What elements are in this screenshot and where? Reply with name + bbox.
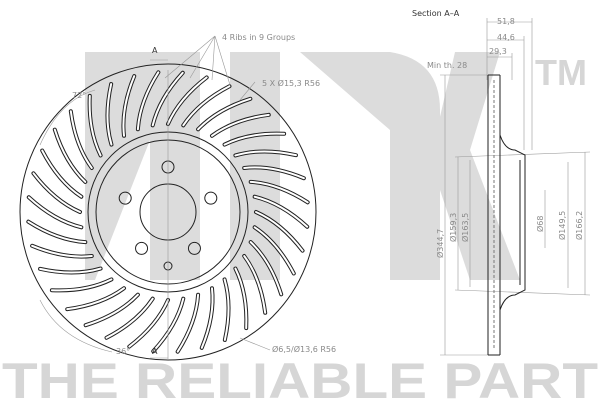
slot — [223, 278, 230, 341]
dia-159-3: Ø159,3 — [448, 213, 458, 242]
ventilation-slots — [26, 70, 310, 354]
slot — [27, 196, 83, 229]
slot — [106, 83, 113, 146]
slot — [151, 71, 184, 127]
disc-cross-section — [487, 74, 526, 356]
slot — [253, 195, 309, 228]
slot — [152, 297, 185, 353]
slot — [41, 149, 83, 198]
slot — [32, 172, 81, 213]
trademark-text: TM — [535, 52, 587, 93]
section-marker-bottom: A — [152, 347, 158, 356]
dia-68: Ø68 — [535, 216, 545, 232]
hole-label: Ø6,5/Ø13,6 R56 — [272, 344, 336, 354]
section-marker-top: A — [152, 46, 158, 55]
slot — [243, 166, 305, 180]
dia-149-5: Ø149,5 — [557, 211, 567, 240]
slot — [182, 85, 231, 127]
slot — [253, 226, 295, 275]
slot — [50, 278, 113, 292]
slot — [122, 75, 136, 137]
section-title: Section A–A — [412, 9, 460, 18]
slot — [27, 220, 87, 244]
slot — [197, 97, 252, 131]
slot — [234, 150, 297, 157]
bolt-hole — [135, 241, 149, 255]
width-29-3: 29,3 — [489, 47, 507, 56]
min-thickness: Min th. 28 — [427, 61, 467, 70]
slot — [176, 293, 200, 353]
slot — [243, 255, 267, 314]
slot — [69, 110, 93, 169]
bolt-hole — [204, 191, 218, 205]
dia-344-7: Ø344,7 — [435, 229, 445, 258]
slogan-watermark: THE RELIABLE PART — [2, 353, 598, 400]
slot — [26, 195, 84, 230]
dia-166-2: Ø166,2 — [574, 211, 584, 240]
slot — [88, 94, 102, 157]
slot — [53, 128, 87, 183]
angle-bottom: 36° — [116, 347, 130, 356]
slot — [167, 76, 208, 125]
dia-163-5: Ø163,5 — [460, 213, 470, 242]
slot — [39, 267, 102, 274]
bolt-hole — [187, 241, 201, 255]
slot — [200, 287, 214, 349]
bolt-hole — [118, 191, 132, 205]
slot — [211, 113, 270, 137]
slot — [249, 241, 283, 296]
slot — [128, 299, 169, 348]
slot — [105, 297, 154, 339]
width-51-8: 51,8 — [497, 17, 515, 26]
slot — [84, 293, 139, 327]
section-dimension-lines — [440, 18, 591, 356]
slot — [234, 267, 248, 330]
slot — [136, 71, 160, 131]
slot — [66, 287, 125, 311]
angle-top: 72° — [72, 91, 86, 100]
section-diameters: Ø344,7 Ø159,3 Ø163,5 Ø68 Ø149,5 Ø166,2 — [435, 211, 584, 258]
width-44-6: 44,6 — [497, 33, 515, 42]
slot — [223, 132, 286, 146]
ribs-label: 4 Ribs in 9 Groups — [222, 33, 295, 42]
disc-front-view — [19, 63, 317, 361]
bolt-holes-label: 5 X Ø15,3 R56 — [262, 78, 320, 88]
slot — [31, 244, 93, 258]
slot — [255, 211, 304, 252]
nk-logo-watermark: TM — [85, 52, 587, 280]
slot — [249, 180, 309, 204]
front-leaders — [39, 35, 271, 360]
